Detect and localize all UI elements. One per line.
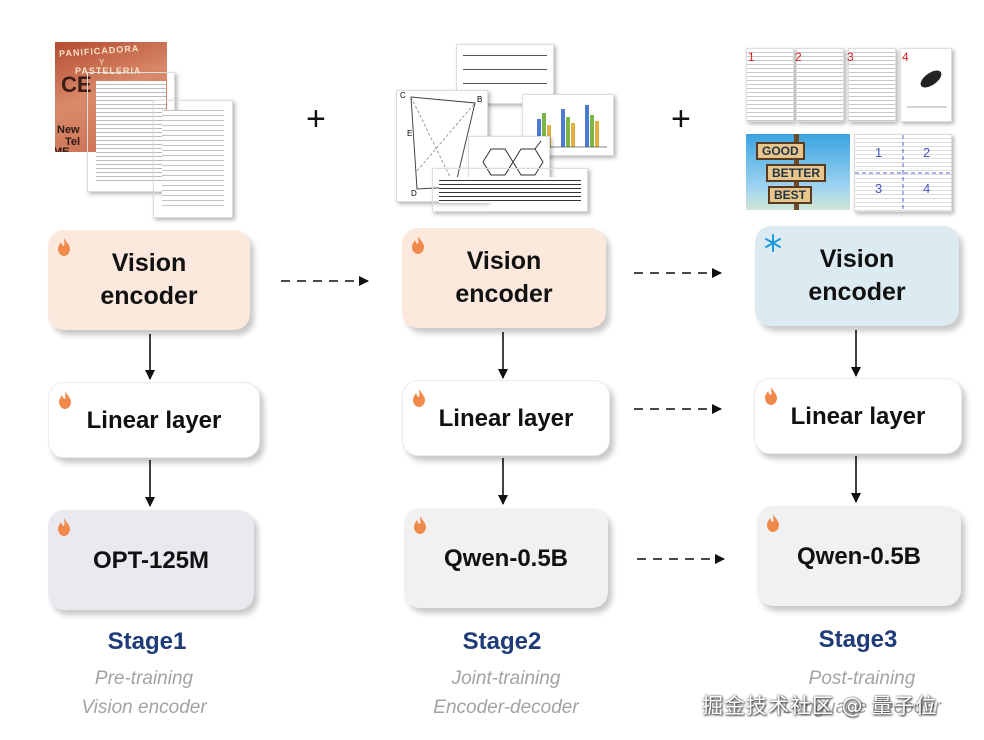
banner-word-3: PASTELERIA (75, 66, 142, 76)
sign-good: GOOD (756, 142, 805, 160)
quadrant-page-image: 1 2 3 4 (854, 134, 952, 212)
quadrant-4: 4 (923, 181, 931, 196)
geometry-label-d: D (411, 189, 417, 198)
quadrant-lines (855, 135, 951, 211)
chinese-document-image (153, 100, 233, 218)
stage1-encoder-label: Vision encoder (100, 249, 198, 310)
stage1-title: Stage1 (107, 628, 187, 655)
plus-sign-1: + (306, 100, 326, 138)
quadrant-3: 3 (875, 181, 883, 196)
flame-icon (412, 236, 424, 254)
flame-icon (414, 516, 426, 534)
formula-image (456, 44, 554, 104)
page-number-4: 4 (902, 50, 909, 64)
stage2-data-thumbnails: C B E D (396, 44, 616, 214)
flame-icon (765, 387, 777, 405)
stage2-language-model: Qwen-0.5B (404, 508, 608, 608)
paper-page-3 (848, 48, 896, 122)
stage1-vision-encoder: Vision encoder (48, 230, 250, 330)
stage2-lm-label: Qwen-0.5B (443, 544, 569, 572)
stage3-lm-label: Qwen-0.5B (796, 542, 922, 570)
page-number-2: 2 (795, 50, 802, 64)
banner-word-5: New (57, 124, 80, 136)
scanned-page-image (87, 72, 175, 192)
stage1-linear-label: Linear layer (86, 406, 222, 434)
watermark-text: 掘金技术社区 @ 量子位 (702, 694, 938, 718)
sheet-music-image (432, 168, 588, 212)
flame-icon (58, 238, 70, 256)
stage3-subtitle: Post-training Language decoder (782, 668, 942, 718)
paper-page-4 (900, 48, 952, 122)
banner-word-4: CE (61, 72, 92, 97)
stage3-language-model: Qwen-0.5B (757, 506, 961, 606)
flame-icon (413, 389, 425, 407)
stage2-subtitle: Joint-training Encoder-decoder (433, 668, 579, 718)
flame-icon (59, 391, 71, 409)
stage3-vision-encoder: Vision encoder (755, 226, 959, 326)
stage3-encoder-label: Vision encoder (808, 245, 906, 306)
banner-word-6: Tel (65, 136, 81, 148)
flame-icon (58, 518, 70, 536)
page-number-1: 1 (748, 50, 755, 64)
sign-better: BETTER (766, 164, 826, 182)
stage1-subtitle: Pre-training Vision encoder (81, 668, 207, 718)
stage2-encoder-label: Vision encoder (455, 247, 553, 308)
stage1-language-model: OPT-125M (48, 510, 254, 610)
stage2-title: Stage2 (462, 628, 542, 655)
snowflake-icon (765, 234, 781, 252)
geometry-label-c: C (400, 91, 406, 100)
molecule-figure (482, 140, 544, 176)
stage2-linear-layer: Linear layer (402, 380, 610, 456)
banner-word-1: PANIFICADORA (58, 43, 140, 59)
geometry-label-e: E (407, 129, 413, 138)
banner-word-2: Y (99, 58, 105, 67)
road-signs-image: GOOD BETTER BEST (746, 134, 850, 210)
stage3-linear-label: Linear layer (790, 402, 926, 430)
paper-page-2 (796, 48, 844, 122)
plus-sign-2: + (671, 100, 691, 138)
stage1-lm-label: OPT-125M (92, 546, 210, 574)
flame-icon (767, 514, 779, 532)
stage3-linear-layer: Linear layer (754, 378, 962, 454)
stage2-vision-encoder: Vision encoder (402, 228, 606, 328)
stage1-linear-layer: Linear layer (48, 382, 260, 458)
stage3-title: Stage3 (818, 626, 898, 653)
quadrant-1: 1 (875, 145, 883, 160)
page-number-3: 3 (847, 50, 854, 64)
sign-best: BEST (768, 186, 813, 204)
stage2-linear-label: Linear layer (438, 404, 574, 432)
stage1-data-thumbnails: PANIFICADORA Y PASTELERIA CE New Tel ME (55, 42, 237, 220)
quadrant-2: 2 (923, 145, 931, 160)
stage3-data-thumbnails: 1 2 3 4 GOOD BETTER BEST 1 2 3 4 (746, 46, 952, 212)
paper-page-1 (746, 48, 794, 122)
geometry-label-b: B (477, 95, 483, 104)
scatter-thumbnail (907, 70, 947, 108)
banner-word-7: ME (55, 146, 70, 152)
